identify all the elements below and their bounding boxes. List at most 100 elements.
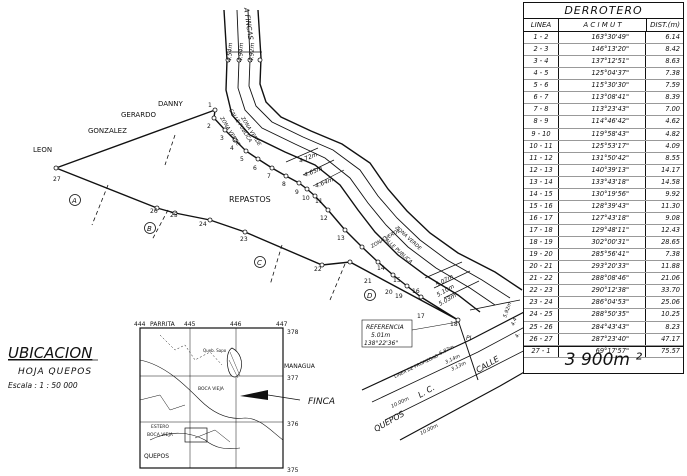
lot-d: D: [367, 292, 373, 300]
cell-linea: 12 - 13: [524, 164, 559, 176]
cell-acimut: 137°12'51": [559, 56, 646, 68]
map-top-parrita: PARRITA: [150, 321, 176, 328]
cell-dist: 4.82: [665, 129, 680, 138]
referencia-label: REFERENCIA: [366, 324, 404, 331]
cell-dist: 75.57: [661, 346, 680, 355]
cell-linea: 19 - 20: [524, 249, 559, 261]
vertex-labels: 1 2 3 4 5 6 7 8 9 10 11 12 13 14 15 16 1…: [53, 102, 458, 328]
vertex-label: 3: [220, 135, 224, 142]
cell-dist: 8.63: [665, 57, 680, 66]
right-dim-3: 4.: [514, 332, 521, 339]
cell-linea: 25 - 26: [524, 321, 559, 333]
vertex-label: 4: [230, 145, 234, 152]
vertex-label: 23: [240, 236, 248, 243]
neighbor-gonzalez: GONZALEZ: [88, 127, 127, 135]
vertex-label: 9: [295, 189, 299, 196]
cell-acimut: 302°00'31": [559, 237, 646, 249]
cell-dist: 11.88: [661, 262, 680, 271]
map-top-446: 446: [230, 321, 242, 328]
cell-linea: 4 - 5: [524, 68, 559, 80]
cell-linea: 26 - 27: [524, 333, 559, 345]
escala-label: Escala : 1 : 50 000: [8, 381, 78, 390]
map-place-estero: ESTERO: [151, 424, 169, 430]
cell-dist: 7.38: [665, 250, 680, 259]
linea-propiedad-label: LINEA DE PROPIEDAD: [393, 353, 440, 380]
cell-dist: 14.58: [661, 177, 680, 186]
cell-linea: 7 - 8: [524, 104, 559, 116]
neighbor-danny: DANNY: [158, 100, 184, 108]
vertex-label: 2: [207, 123, 211, 130]
vertex-label: 10: [302, 195, 310, 202]
vertex-label: 19: [395, 293, 403, 300]
cell-dist: 28.65: [661, 238, 680, 247]
vertex-label: 22: [314, 266, 322, 273]
cell-dist: 21.06: [661, 274, 680, 283]
vertex-points: [53, 57, 461, 323]
cell-acimut: 114°46'42": [559, 116, 646, 128]
cell-dist: 4.09: [665, 141, 680, 150]
pi-label: PI: [466, 335, 472, 342]
vertex-label: 14: [377, 265, 385, 272]
cell-acimut: 288°08'46": [559, 273, 646, 285]
map-right-375: 375: [287, 467, 299, 474]
cell-acimut: 146°13'20": [559, 44, 646, 56]
location-map: [139, 327, 301, 469]
cell-linea: 3 - 4: [524, 56, 559, 68]
cell-linea: 16 - 17: [524, 212, 559, 224]
header-linea: LINEA: [524, 19, 559, 31]
cell-acimut: 125°53'17": [559, 140, 646, 152]
right-dim-1: 5.92m: [502, 301, 513, 318]
cell-linea: 27 - 1: [524, 345, 559, 357]
road-width-mid-3: 4.64m: [314, 176, 335, 190]
area-total: 3 900m ²: [524, 346, 683, 374]
referencia-box: [361, 319, 413, 348]
map-place-queb-sapo: Queb. Sapo: [203, 348, 227, 353]
cell-acimut: 115°30'30": [559, 80, 646, 92]
quepos-street-label: QUEPOS: [373, 409, 406, 433]
map-top-445: 445: [184, 321, 196, 328]
vertex-label: 13: [337, 235, 345, 242]
map-place-quepos: QUEPOS: [144, 453, 169, 460]
cell-acimut: 288°50'35": [559, 309, 646, 321]
cell-linea: 15 - 16: [524, 200, 559, 212]
cell-dist: 8.55: [665, 153, 680, 162]
cell-linea: 2 - 3: [524, 44, 559, 56]
vertex-label: 6: [253, 165, 257, 172]
cell-acimut: 119°58'43": [559, 128, 646, 140]
cell-linea: 21 - 22: [524, 273, 559, 285]
street-width-4: 10.00m: [390, 396, 410, 410]
cell-linea: 23 - 24: [524, 297, 559, 309]
map-place-boca-vieja-2: BOCA VIEJA: [147, 432, 174, 438]
header-dist: DIST.(m): [650, 21, 680, 29]
cell-linea: 22 - 23: [524, 285, 559, 297]
cell-acimut: 113°08'41": [559, 92, 646, 104]
vertex-label: 26: [150, 208, 158, 215]
cell-dist: 9.92: [665, 189, 680, 198]
cell-dist: 7.00: [665, 105, 680, 114]
neighbor-gerardo: GERARDO: [121, 111, 156, 119]
cell-dist: 8.23: [665, 322, 680, 331]
referencia-angle: 138°22'36": [364, 340, 398, 347]
lot-divisions: [91, 134, 346, 301]
lot-c: C: [257, 259, 262, 267]
cell-linea: 9 - 10: [524, 128, 559, 140]
map-right-378: 378: [287, 329, 299, 336]
vertex-label: 18: [450, 321, 458, 328]
hoja-label: HOJA QUEPOS: [18, 367, 92, 377]
